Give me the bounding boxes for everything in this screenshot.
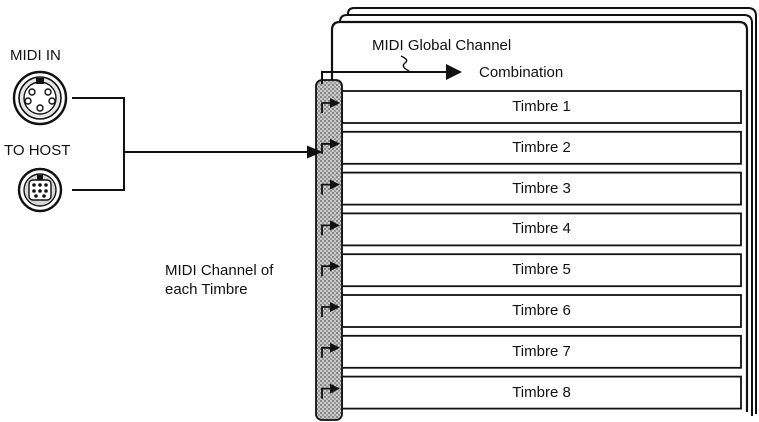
bus-channel-arrowhead bbox=[330, 98, 340, 108]
timbre-box bbox=[341, 212, 742, 247]
to-host-connector-icon bbox=[17, 167, 63, 213]
timbre-label: Timbre 2 bbox=[512, 138, 571, 156]
timbre-label: Timbre 3 bbox=[512, 179, 571, 197]
timbre-box bbox=[341, 130, 742, 165]
bus-channel-arrowhead bbox=[330, 138, 340, 149]
midi-in-connector-icon bbox=[12, 70, 68, 126]
timbre-label: Timbre 8 bbox=[512, 383, 571, 401]
input-wiring bbox=[72, 97, 323, 191]
channel-of-each-label-line2: each Timbre bbox=[165, 281, 248, 298]
combination-label: Combination bbox=[479, 64, 564, 81]
timbre-box-group bbox=[341, 90, 742, 410]
channel-of-each-label-line1: MIDI Channel of bbox=[165, 262, 274, 279]
bus-channel-arrowhead bbox=[330, 342, 340, 353]
bus-channel-arrowhead bbox=[330, 261, 340, 272]
global-channel-label: MIDI Global Channel bbox=[372, 37, 512, 54]
bus-channel-arrowhead bbox=[330, 179, 340, 190]
timbre-label: Timbre 7 bbox=[512, 342, 571, 360]
bus-channel-arrowhead bbox=[330, 302, 340, 312]
midi-in-label: MIDI IN bbox=[10, 47, 61, 64]
global-channel-squiggle bbox=[400, 55, 410, 72]
global-channel-arrow bbox=[321, 64, 462, 84]
timbre-label: Timbre 5 bbox=[512, 261, 571, 279]
timbre-box bbox=[341, 375, 742, 410]
timbre-box bbox=[341, 90, 742, 124]
bus-channel-arrowhead bbox=[330, 220, 340, 231]
timbre-label: Timbre 1 bbox=[512, 98, 571, 115]
midi-channel-bus bbox=[315, 79, 343, 421]
timbre-label: Timbre 6 bbox=[512, 302, 571, 319]
bus-channel-arrowhead bbox=[330, 383, 340, 394]
to-host-label: TO HOST bbox=[4, 142, 71, 159]
timbre-box bbox=[341, 253, 742, 288]
timbre-label: Timbre 4 bbox=[512, 220, 571, 238]
bus-arrow-group bbox=[321, 98, 340, 399]
timbre-box bbox=[341, 294, 742, 328]
timbre-box bbox=[341, 334, 742, 369]
